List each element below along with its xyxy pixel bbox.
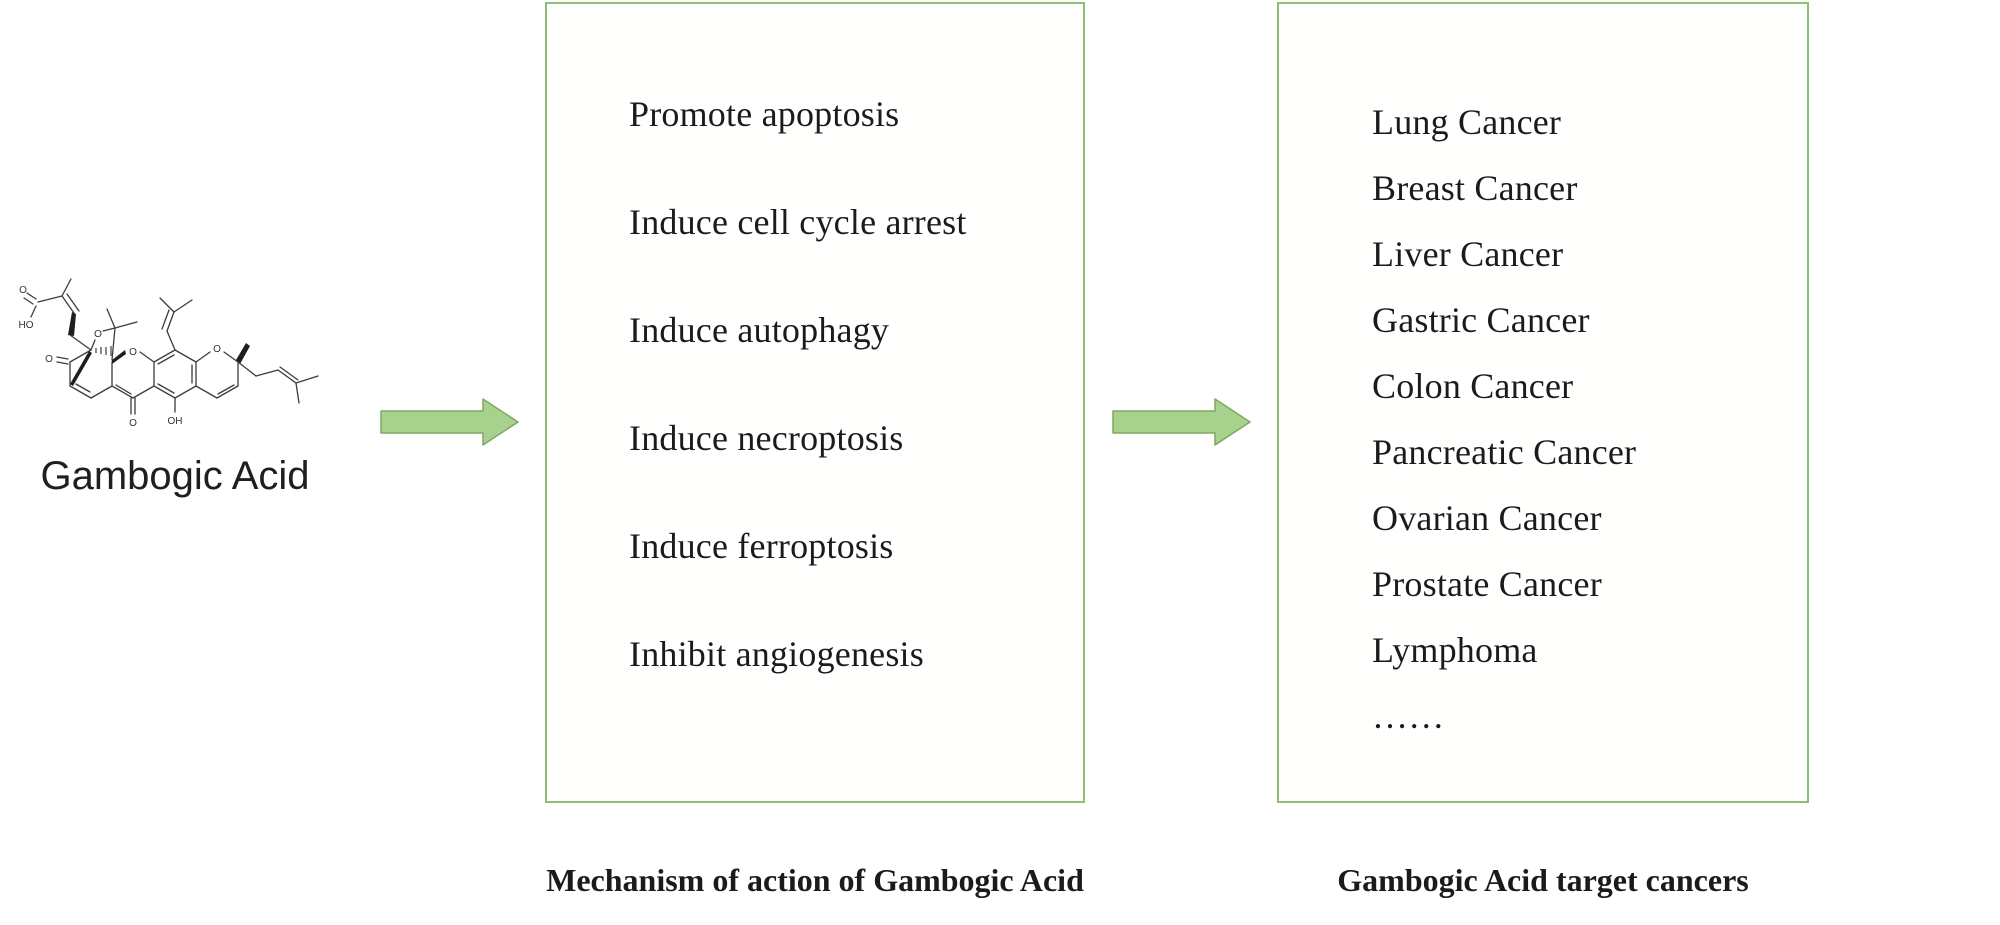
targets-box: Lung Cancer Breast Cancer Liver Cancer G…: [1277, 2, 1809, 803]
target-item: Ovarian Cancer: [1372, 498, 1602, 538]
pyran-oxygen-label: O: [213, 344, 221, 355]
mechanism-caption: Mechanism of action of Gambogic Acid: [546, 862, 1084, 898]
target-item: Colon Cancer: [1372, 366, 1574, 406]
carbonyl-oxygen-label: O: [129, 418, 137, 429]
mechanism-item: Induce cell cycle arrest: [629, 202, 967, 242]
ellipsis-item: ……: [1372, 696, 1445, 736]
mechanism-item: Induce necroptosis: [629, 418, 904, 458]
target-item: Gastric Cancer: [1372, 300, 1590, 340]
target-item: Lymphoma: [1372, 630, 1538, 670]
ketone-oxygen-label: O: [45, 354, 53, 365]
molecule-label: Gambogic Acid: [40, 454, 310, 498]
mechanism-item: Promote apoptosis: [629, 94, 900, 134]
mechanism-item: Induce autophagy: [629, 310, 890, 350]
mechanism-box: Promote apoptosis Induce cell cycle arre…: [545, 2, 1085, 803]
target-item: Pancreatic Cancer: [1372, 432, 1637, 472]
target-item: Breast Cancer: [1372, 168, 1578, 208]
acid-oxygen-label: O: [19, 285, 27, 296]
mechanism-item: Inhibit angiogenesis: [629, 634, 924, 674]
arrow-right-icon: [380, 398, 519, 446]
target-item: Prostate Cancer: [1372, 564, 1602, 604]
bridge-oxygen-label: O: [94, 329, 102, 340]
phenol-hydroxyl-label: OH: [168, 416, 183, 427]
acid-hydroxyl-label: HO: [19, 320, 34, 331]
target-item: Lung Cancer: [1372, 102, 1562, 142]
mechanism-item: Induce ferroptosis: [629, 526, 894, 566]
cage-ring-oxygen-label: O: [129, 347, 137, 358]
gambogic-acid-structure: O HO O O O O OH O: [19, 278, 319, 429]
target-item: Liver Cancer: [1372, 234, 1564, 274]
arrow-right-icon: [1112, 398, 1251, 446]
targets-caption: Gambogic Acid target cancers: [1337, 862, 1749, 898]
